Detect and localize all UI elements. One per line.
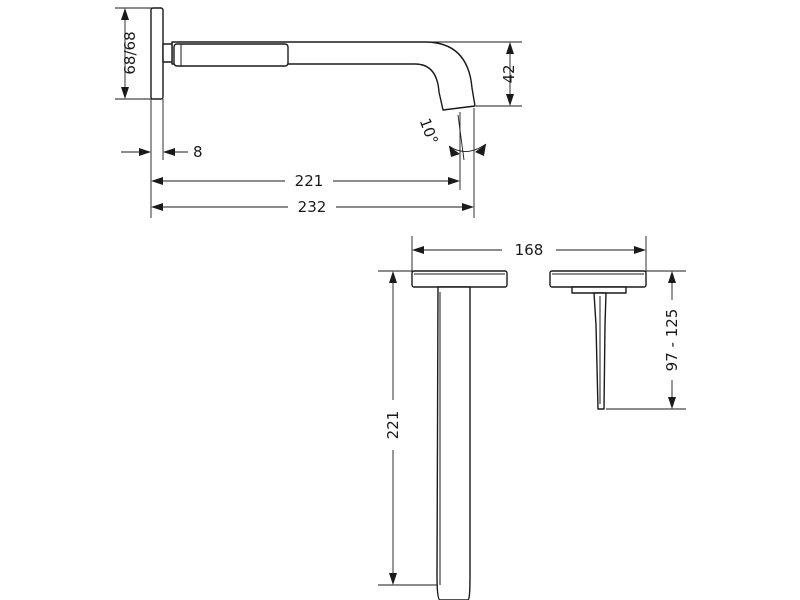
label-spout-angle: 10°	[416, 116, 442, 147]
spout-plate-view	[411, 270, 508, 600]
dim-handle-depth: 97 - 125	[663, 271, 681, 409]
dim-spout-angle: 10°	[416, 116, 487, 157]
handle-base	[571, 286, 627, 294]
handle-plate-view	[549, 270, 647, 410]
top-extension-lines	[115, 7, 522, 218]
spout-side-view	[150, 7, 476, 111]
label-plate-width: 168	[515, 241, 544, 259]
dim-total-depth: 232	[151, 198, 474, 216]
dim-flange-diameter: 68/68	[121, 8, 139, 99]
spout-sleeve	[173, 43, 289, 67]
dim-spout-reach: 221	[151, 172, 460, 190]
spout-body	[436, 286, 471, 600]
dim-plate-width: 168	[412, 241, 646, 259]
spout-cover-plate	[411, 270, 508, 288]
dim-spout-height: 42	[500, 42, 518, 106]
label-spout-body-length: 221	[384, 411, 402, 440]
dim-spout-body-length: 221	[384, 271, 402, 585]
label-spout-reach: 221	[295, 172, 324, 190]
label-total-depth: 232	[298, 198, 327, 216]
label-flange-thickness: 8	[193, 143, 203, 161]
spout-collar	[162, 43, 173, 63]
wall-flange	[150, 7, 164, 100]
label-flange-diameter: 68/68	[121, 31, 139, 74]
bottom-extension-lines	[378, 236, 686, 586]
dim-flange-thickness: 8	[121, 143, 203, 161]
label-spout-height: 42	[500, 64, 518, 83]
handle-cover-plate	[549, 270, 647, 288]
label-handle-depth: 97 - 125	[663, 309, 681, 372]
